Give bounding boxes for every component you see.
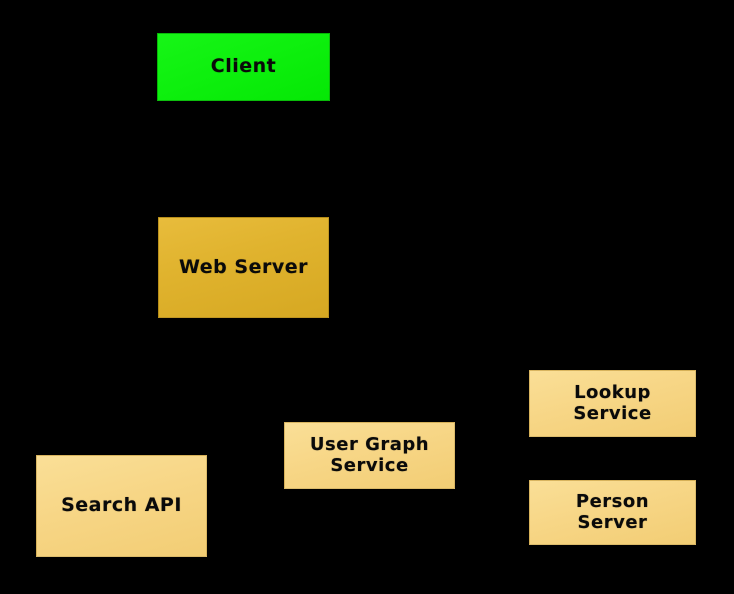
- diagram-node-person-server[interactable]: Person Server: [529, 480, 696, 545]
- diagram-node-web-server[interactable]: Web Server: [158, 217, 329, 318]
- diagram-node-lookup-service[interactable]: Lookup Service: [529, 370, 696, 437]
- diagram-node-label: Person Server: [575, 491, 650, 533]
- diagram-node-search-api[interactable]: Search API: [36, 455, 207, 557]
- diagram-node-label: Web Server: [179, 255, 308, 278]
- diagram-node-client[interactable]: Client: [157, 33, 330, 101]
- diagram-node-label: Client: [210, 55, 277, 78]
- diagram-node-label: Lookup Service: [573, 382, 652, 424]
- diagram-node-label: User Graph Service: [309, 434, 430, 476]
- diagram-node-label: Search API: [61, 494, 182, 517]
- diagram-node-user-graph-service[interactable]: User Graph Service: [284, 422, 455, 489]
